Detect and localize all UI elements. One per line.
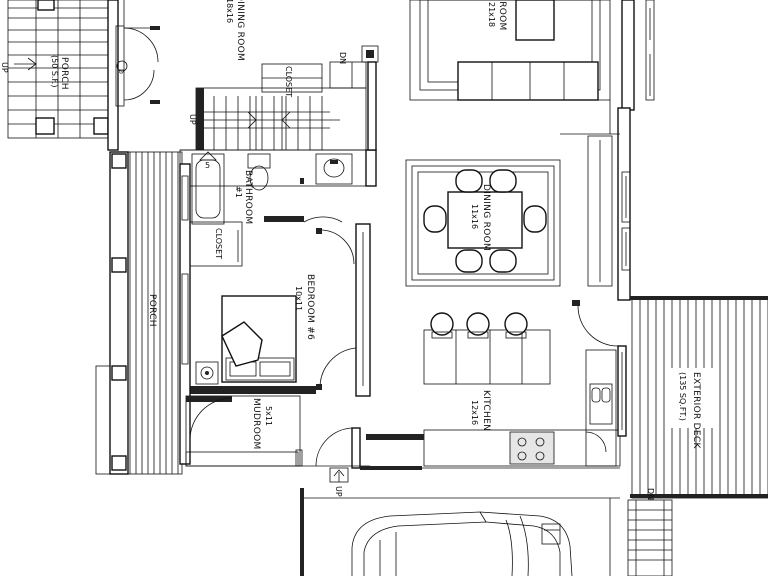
stair: UP DN bbox=[188, 45, 379, 151]
porch-side: PORCH bbox=[95, 151, 191, 475]
bedroom: BEDROOM #6 10x11 bbox=[180, 274, 316, 394]
bathroom-name: BATHROOM bbox=[243, 170, 253, 224]
porch-side-name: PORCH bbox=[147, 294, 157, 327]
dn-marker-deck: DN bbox=[646, 488, 655, 500]
family-room: FAMILY ROOM 21x18 bbox=[409, 0, 655, 111]
family-room-size: 21x18 bbox=[487, 2, 496, 27]
bathroom: 5 BATHROOM #1 bbox=[179, 149, 369, 224]
up-marker-stair: UP bbox=[188, 114, 197, 125]
dining-top-size: 18x16 bbox=[225, 0, 234, 23]
right-exterior-wall bbox=[587, 107, 631, 301]
kitchen-size: 12x16 bbox=[470, 400, 479, 425]
section-num: 5 bbox=[205, 161, 210, 170]
mudroom-name: MUDROOM bbox=[251, 398, 261, 450]
dining-top-name: DINING ROOM bbox=[235, 0, 245, 61]
misc-walls bbox=[180, 61, 620, 467]
garage-car bbox=[304, 497, 620, 576]
dining-room-name: DINING ROOM bbox=[481, 184, 491, 251]
deck-name: EXTERIOR DECK bbox=[691, 372, 701, 449]
bedroom-walls bbox=[316, 223, 371, 397]
dining-room: DINING ROOM 11x16 bbox=[405, 159, 561, 287]
up-marker-left: UP bbox=[0, 62, 9, 73]
bathroom-number: #1 bbox=[234, 186, 243, 198]
porch-top-left: PORCH (50 S.F.) UP bbox=[0, 0, 109, 139]
dining-room-top: DINING ROOM 18x16 bbox=[225, 0, 245, 61]
porch-top-area: (50 S.F.) bbox=[50, 55, 59, 87]
closet-stair-label: CLOSET bbox=[284, 66, 293, 97]
dining-room-size: 11x16 bbox=[470, 204, 479, 229]
closet-stair: CLOSET bbox=[261, 63, 323, 97]
family-room-name: FAMILY ROOM bbox=[497, 0, 507, 31]
door-tag: D bbox=[117, 69, 125, 74]
front-entry: D bbox=[107, 0, 160, 151]
kitchen: KITCHEN 12x16 bbox=[360, 300, 627, 470]
porch-top-name: PORCH bbox=[59, 57, 69, 90]
bedroom-size: 10x11 bbox=[294, 286, 303, 311]
mudroom-size: 5x11 bbox=[264, 406, 273, 426]
dn-marker-stair: DN bbox=[338, 52, 347, 64]
deck-area: (135 SQ.FT.) bbox=[678, 372, 687, 421]
mudroom: MUDROOM 5x11 UP bbox=[185, 395, 370, 576]
closet-bed-label: CLOSET bbox=[214, 228, 223, 259]
bedroom-name: BEDROOM #6 bbox=[305, 274, 315, 340]
kitchen-name: KITCHEN bbox=[481, 390, 491, 431]
closet-bedroom: CLOSET bbox=[181, 221, 243, 267]
exterior-deck: EXTERIOR DECK (135 SQ.FT.) DN bbox=[627, 296, 768, 576]
up-marker-bottom: UP bbox=[334, 486, 343, 497]
